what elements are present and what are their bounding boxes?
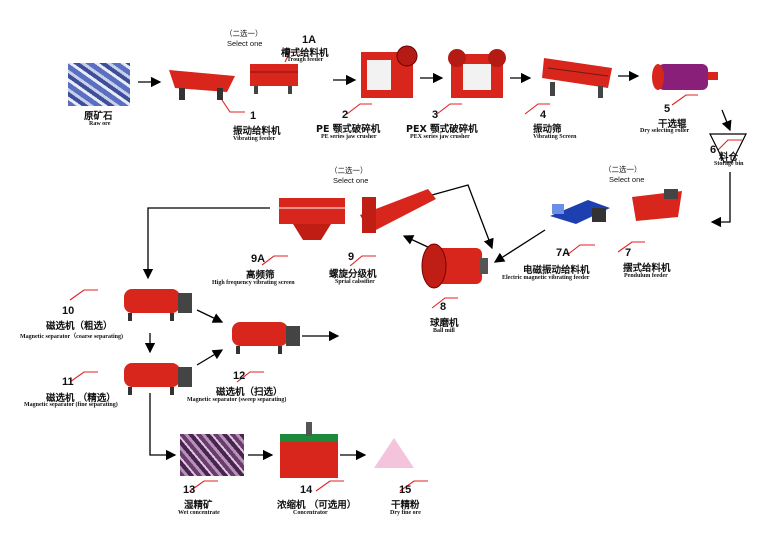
item-1-number: 1 <box>250 110 257 122</box>
arrow-7a-to-8 <box>493 229 546 263</box>
item-11-label: 磁选机 （精选） <box>46 393 116 404</box>
item-3-label-en: PEX series jaw crusher <box>410 134 470 140</box>
item-11-label-en: Magnetic separator (fine separating) <box>24 402 118 408</box>
item-8-label: 球磨机 <box>430 318 459 329</box>
item-7a-number: 7A <box>556 247 571 259</box>
item-6-label-en: Storage bin <box>714 161 744 167</box>
item-9a-number: 9A <box>251 253 266 265</box>
item-3-label: PEX 颚式破碎机 <box>406 124 478 135</box>
spiral-classifier-icon <box>360 189 436 233</box>
item-12-number: 12 <box>233 370 246 382</box>
vibrating-screen-icon <box>542 58 612 98</box>
concentrator-icon <box>280 422 338 478</box>
ball-mill-icon <box>421 243 488 289</box>
arrow-11-to-12 <box>196 349 224 366</box>
arrow-9-to-8 <box>431 184 494 250</box>
raw-ore-image <box>68 63 130 106</box>
arrow-8-to-9 <box>402 235 431 249</box>
arrow-5-to-6 <box>721 109 732 132</box>
hf-screen-icon <box>279 198 345 240</box>
item-5-label: 干选辊 <box>658 119 687 130</box>
pendulum-feeder-icon <box>632 189 682 221</box>
item-6-number: 6 <box>710 144 717 156</box>
item-2-label-en: PE series jaw crusher <box>321 134 377 140</box>
item-9a-label-en: High frequency vibrating screen <box>212 280 295 286</box>
magnetic-separator-icon <box>232 322 300 354</box>
item-14-number: 14 <box>300 484 313 496</box>
item-15-label: 干精粉 <box>391 500 420 511</box>
item-4-label: 振动筛 <box>533 124 562 135</box>
item-10-number: 10 <box>62 305 75 317</box>
item-15-number: 15 <box>399 484 412 496</box>
item-3-number: 3 <box>432 109 439 121</box>
arrow-9a-to-10 <box>142 207 270 280</box>
dry-roller-icon <box>652 64 718 90</box>
vibrating-feeder-icon <box>169 70 235 100</box>
item-8-number: 8 <box>440 301 447 313</box>
select-one-mid-en: Select one <box>333 176 369 185</box>
item-7-number: 7 <box>625 247 632 259</box>
item-14-label-en: Concentrator <box>293 510 328 516</box>
item-13-label-en: Wet concentrate <box>178 510 220 516</box>
item-9-label: 螺旋分级机 <box>329 269 377 280</box>
item-15-label-en: Dry fine ore <box>390 510 421 516</box>
raw-ore-label-en: Raw ore <box>89 121 111 127</box>
arrow-11-to-13 <box>149 393 177 461</box>
item-1a-number: 1A <box>302 34 317 46</box>
trough-feeder-icon <box>250 64 298 94</box>
item-1-label-en: Vibrating feeder <box>233 136 276 142</box>
arrow-6-to-7 <box>710 172 731 228</box>
item-1-label: 振动给料机 <box>233 126 281 137</box>
arrow-10-to-12 <box>196 309 224 323</box>
item-13-label: 湿精矿 <box>184 500 213 511</box>
jaw-crusher-icon <box>448 49 506 98</box>
select-one-top-en: Select one <box>227 39 263 48</box>
dry-fine-ore-icon <box>374 438 414 468</box>
item-7-label-en: Pendulum feeder <box>624 273 668 279</box>
item-6-label: 料仓 <box>719 152 739 163</box>
item-1a-label-en: Trough feeder <box>287 57 324 63</box>
item-10-label: 磁选机（粗选） <box>46 321 113 332</box>
item-14-label: 浓缩机 （可选用） <box>277 500 357 511</box>
em-feeder-icon <box>550 200 610 224</box>
item-10-label-en: Magnetic separator（coarse separating) <box>20 334 123 340</box>
item-4-label-en: Vibrating Screen <box>533 134 577 140</box>
item-12-label-en: Magnetic separator (sweep separating) <box>187 397 287 403</box>
item-2-label: PE 颚式破碎机 <box>316 124 381 135</box>
item-7-label: 摆式给料机 <box>623 263 671 274</box>
item-9-label-en: Sprial calssifier <box>335 279 375 285</box>
item-5-label-en: Dry selecting roller <box>640 128 690 134</box>
item-7a-label-en: Electric magnetic vibrating feeder <box>502 275 590 281</box>
storage-bin-icon <box>709 133 747 163</box>
magnetic-separator-icon <box>124 363 192 395</box>
item-7a-label: 电磁振动给料机 <box>523 265 590 276</box>
item-13-number: 13 <box>183 484 196 496</box>
item-1a-label: 槽式给料机 <box>281 48 329 59</box>
item-5-number: 5 <box>664 103 671 115</box>
item-8-label-en: Ball mill <box>433 328 455 334</box>
item-12-label: 磁选机（扫选） <box>216 387 283 398</box>
item-9a-label: 高频筛 <box>246 270 275 281</box>
item-2-number: 2 <box>342 109 349 121</box>
raw-ore-label: 原矿石 <box>84 111 113 122</box>
select-one-right-en: Select one <box>609 175 645 184</box>
select-one-mid-cn: （二选一） <box>330 166 368 175</box>
select-one-right-cn: （二选一） <box>604 165 642 174</box>
magnetic-separator-icon <box>124 289 192 321</box>
select-one-top-cn: （二选一） <box>225 29 263 38</box>
item-4-number: 4 <box>540 109 547 121</box>
wet-concentrate-image <box>180 434 244 476</box>
jaw-crusher-icon <box>361 45 418 98</box>
item-11-number: 11 <box>62 376 74 388</box>
item-9-number: 9 <box>348 251 355 263</box>
